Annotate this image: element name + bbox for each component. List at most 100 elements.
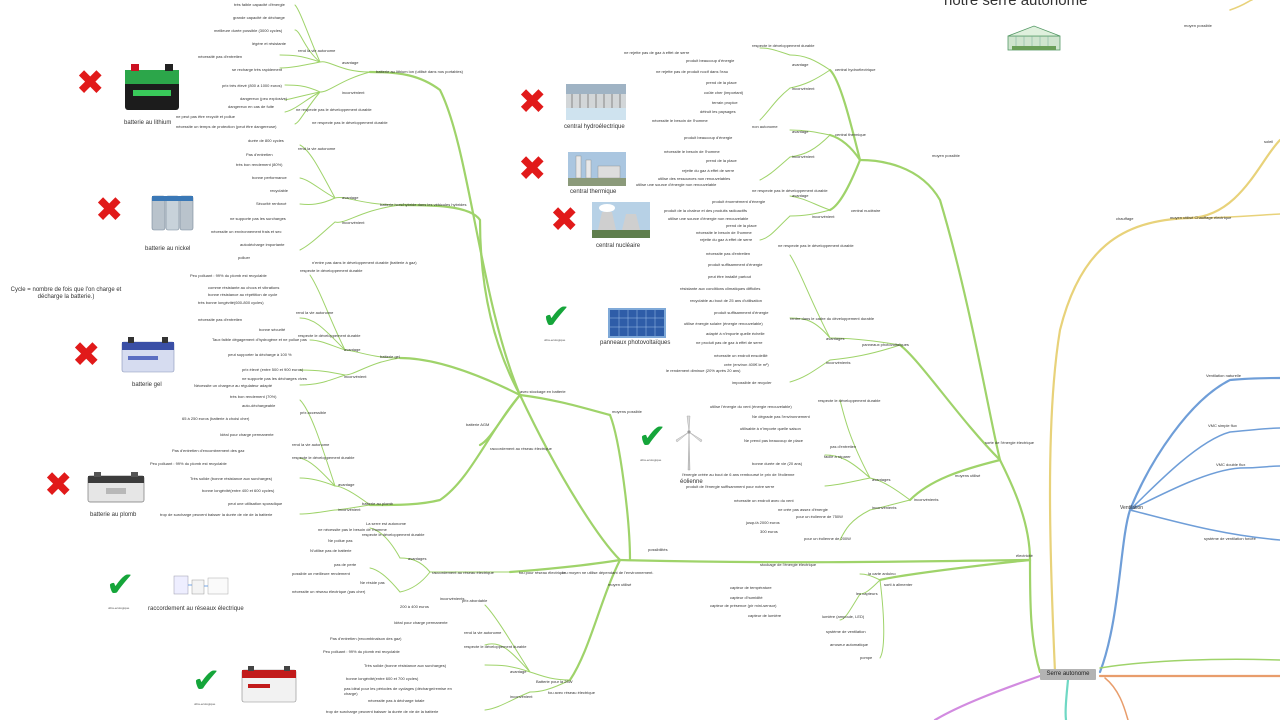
thermique-avantage[interactable]: avantage <box>792 129 809 134</box>
agm-item: trop de surcharge peuvent baisser la dur… <box>326 709 439 714</box>
agm-avantage[interactable]: avantage <box>510 669 527 674</box>
pv-item: nécessite un endroit ensoleillé <box>714 353 768 358</box>
hydro-branch[interactable]: central hydroélectrique <box>835 67 876 72</box>
node-moyens-possible[interactable]: moyens possible <box>612 409 642 414</box>
nickel-avantage[interactable]: avantage <box>342 195 359 200</box>
thermal-plant-image <box>568 152 626 186</box>
thermique-inconvenient[interactable]: inconvénient <box>792 154 815 159</box>
pv-branch[interactable]: panneaux photovoltaïques <box>862 342 909 347</box>
node-vmc-double[interactable]: VMC double flux <box>1216 462 1246 467</box>
plomb-item: respecte le développement durable <box>292 455 355 460</box>
reseau-branch2[interactable]: fou pour réseau électrique <box>519 570 566 575</box>
reseau-item: possible un meilleure rendement <box>292 571 350 576</box>
node-raccordement[interactable]: raccordement au réseau électrique <box>490 446 552 451</box>
gel-item: bonne sécurité <box>259 327 286 332</box>
plomb-branch[interactable]: batterie au plomb <box>362 501 393 506</box>
agm-battery-image <box>240 664 298 704</box>
node-ventilation-forcee[interactable]: système de ventilation forcée <box>1204 536 1256 541</box>
eolien-item: Ne prend pas beaucoup de place <box>744 438 803 443</box>
node-moyen-possible-top[interactable]: moyen possible <box>932 153 960 158</box>
hydro-item: respecte le développement durable <box>752 43 815 48</box>
wind-turbine-image <box>674 414 704 472</box>
nickel-item: Pas d'entretien <box>246 152 273 157</box>
node-avec-stockage[interactable]: avec stockage en batterie <box>520 389 566 394</box>
gel-inconvenient[interactable]: inconvénient <box>344 374 367 379</box>
reseau-branch[interactable]: raccordement au réseau électrique <box>432 570 494 575</box>
root-node[interactable]: Serre autonome <box>1040 669 1096 680</box>
nucleaire-avantage[interactable]: avantage <box>792 193 809 198</box>
pv-item: produit suffisamment d'énergie <box>708 262 763 267</box>
agm-branch[interactable]: Batterie pour la 25W <box>536 679 573 684</box>
pv-item: produit suffisamment d'énergie <box>714 310 769 315</box>
node-electricite[interactable]: électricité <box>1016 553 1033 558</box>
reseau-item: N'utilise pas de batterie <box>310 548 352 553</box>
nickel-item: autodécharge importante <box>240 242 285 247</box>
plomb-avantage[interactable]: avantage <box>338 482 355 487</box>
gel-avantage[interactable]: avantage <box>344 347 361 352</box>
pv-inconvenients[interactable]: inconvénients <box>826 360 851 365</box>
nucleaire-item: rejette du gaz à effet de serre <box>700 237 753 242</box>
node-sorti-alimenter[interactable]: sorti à alimenter <box>884 582 913 587</box>
eolien-avantages[interactable]: avantages <box>872 477 891 482</box>
nucleaire-branch[interactable]: central nucléaire <box>851 208 881 213</box>
pv-item: rentre dans le cadre du développement du… <box>790 316 875 321</box>
lithium-branch[interactable]: batterie au lithium ion (utilisé dans no… <box>376 69 463 74</box>
cross-icon: ✖ <box>76 63 105 103</box>
agm-item: Idéal pour charge permanente <box>394 620 448 625</box>
pv-item: peut être installé partout <box>708 274 751 279</box>
hydro-inconvenient[interactable]: inconvénient <box>792 86 815 91</box>
lithium-avantage[interactable]: avantage <box>342 60 359 65</box>
nickel-item: nécessite un environnement frais et sec <box>211 229 282 234</box>
thermique-item: utilise des ressources non renouvelables <box>658 176 731 181</box>
plomb-inconvenient[interactable]: inconvénient <box>338 507 361 512</box>
hydro-item: ne rejette pas de produit nocif dans l'e… <box>656 69 728 74</box>
eolien-inconvenients[interactable]: inconvénients <box>872 505 897 510</box>
pv-item: utilise énergie solaire (énergie renouve… <box>684 321 763 326</box>
plomb-item: bonne longévité(entre 400 et 600 cycles) <box>202 488 275 493</box>
nucleaire-item: prend de la place <box>726 223 757 228</box>
reseau-inconvenients[interactable]: inconvénients <box>440 596 465 601</box>
eolien-item: pour un éolienne de 200W <box>804 536 851 541</box>
eolien-branch[interactable]: inconvénients <box>914 497 939 502</box>
pv-item: résistante aux conditions climatiques di… <box>680 286 761 291</box>
lithium-item: légère et résistante <box>252 41 287 46</box>
node-vmc-simple[interactable]: VMC simple flux <box>1208 423 1237 428</box>
thermique-branch[interactable]: central thermique <box>835 132 866 137</box>
node-batterie-agm[interactable]: batterie AGM <box>466 422 490 427</box>
lithium-inconvenient[interactable]: inconvénient <box>342 90 365 95</box>
lithium-item: dangereux (peu explosive) <box>240 96 288 101</box>
eolien-item: pas d'entretien <box>830 444 857 449</box>
check-icon: ✔ultra-ecologique <box>638 417 667 462</box>
node-ventilation[interactable]: Ventilation <box>1120 505 1144 511</box>
gel-item: prix élevé (entre 500 et 900 euros) <box>242 367 304 372</box>
gel-branch[interactable]: batterie gel <box>380 354 400 359</box>
hydro-avantage[interactable]: avantage <box>792 62 809 67</box>
lithium-item: rend la vie autonome <box>298 48 336 53</box>
node-moyen-utilise2[interactable]: moyen utilisé <box>608 582 632 587</box>
nucleaire-item: ne respecte pas le développement durable <box>778 243 854 248</box>
reseau-item: ne nécessite pas le besoin de l'homme <box>318 527 387 532</box>
node-chauffage-electrique[interactable]: moyen utilisé Chauffage électrique <box>1170 215 1232 220</box>
node-sorte-energie[interactable]: sorte de l'énergie électrique <box>985 440 1035 445</box>
node-possibilites[interactable]: possibilités <box>648 547 668 552</box>
node-soleil[interactable]: soleil <box>1264 139 1274 144</box>
node-moyens-utilise[interactable]: moyens utilisé <box>955 473 981 478</box>
nickel-inconvenient[interactable]: inconvénient <box>342 220 365 225</box>
greenhouse-image <box>1006 24 1062 52</box>
nucleaire-inconvenient[interactable]: inconvénient <box>812 214 835 219</box>
pv-item: nécessite pas d'entretien <box>706 251 751 256</box>
lithium-item: dangereux en cas de fuite <box>228 104 275 109</box>
gel-item: n'entre pas dans le développement durabl… <box>312 260 417 265</box>
reseau-avantages[interactable]: avantages <box>408 556 427 561</box>
node-ventilation-naturelle[interactable]: Ventilation naturelle <box>1206 373 1241 378</box>
sortie-item: capteur de présence (pir mini-sensor) <box>710 603 777 608</box>
plomb-battery-image <box>86 470 146 504</box>
plomb-item: rend la vie autonome <box>292 442 330 447</box>
node-chauffage[interactable]: chauffage <box>1116 216 1134 221</box>
node-moyen-possible-right[interactable]: moyen possible <box>1184 23 1212 28</box>
pv-avantages[interactable]: avantages <box>826 336 845 341</box>
nickel-branch[interactable]: batterie hors/hybride dans les véhicules… <box>380 202 467 207</box>
caption-reseau: raccordement au réseaux électrique <box>148 606 244 612</box>
agm-inconvenient[interactable]: inconvénient <box>510 694 533 699</box>
pv-item: crée (environ 400€ le m²) <box>724 362 769 367</box>
